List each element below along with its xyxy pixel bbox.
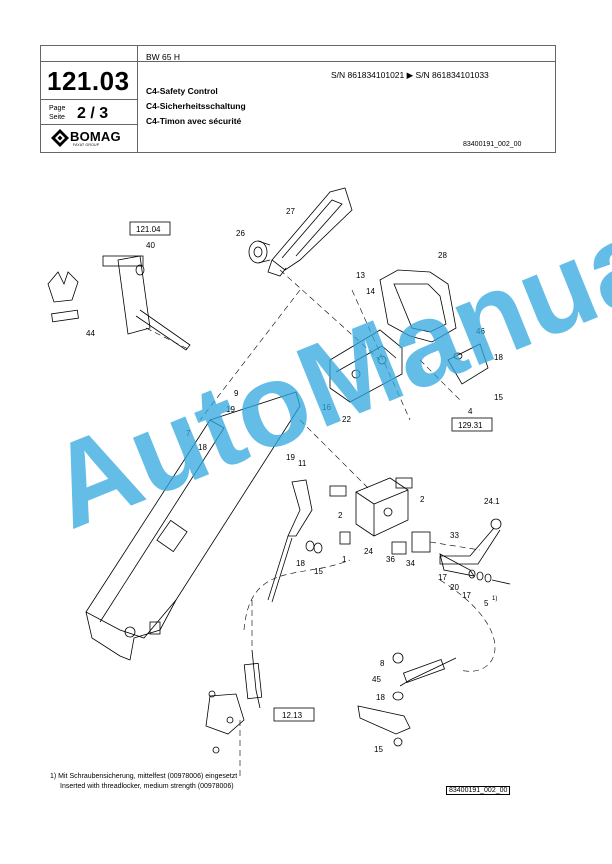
lever-part-40 [102, 255, 191, 351]
callout: 36 [386, 555, 395, 564]
bomag-diamond-icon [51, 129, 69, 147]
callout: 16 [322, 403, 331, 412]
callout: 34 [406, 559, 415, 568]
drawbar-frame [85, 391, 301, 661]
callout: 15 [374, 745, 383, 754]
ref-box-12-13 [273, 707, 315, 722]
header-rule [137, 61, 555, 62]
header-table: 121.03 Page Seite 2 / 3 BOMAG FAYAT GROU… [40, 45, 556, 153]
callout: 18 [198, 443, 207, 452]
title-english: C4-Safety Control [146, 86, 218, 96]
callout: 26 [236, 229, 245, 238]
footnote-marker: 1) [492, 596, 497, 602]
valve-block-part-24 [355, 477, 409, 537]
fittings [329, 477, 431, 555]
callout: 27 [286, 207, 295, 216]
exploded-parts-drawing: 121.04 129.31 12.13 27 26 13 14 28 40 44… [47, 187, 511, 780]
header-rule [41, 99, 137, 100]
switch-part-46 [447, 343, 489, 385]
inner-lever [267, 479, 323, 603]
callout: 18 [494, 353, 503, 362]
header-rule [41, 124, 137, 125]
callout: 44 [86, 329, 95, 338]
serial-range: S/N 861834101021 ▶ S/N 861834101033 [331, 70, 489, 80]
callout: 18 [376, 693, 385, 702]
callout: 28 [438, 251, 447, 260]
page-label: Page Seite [49, 104, 65, 122]
drawing-number: 83400191_002_00 [463, 141, 522, 148]
logo-group: FAYAT GROUP [73, 143, 100, 147]
head-block [329, 329, 403, 403]
washer-part-26 [248, 240, 271, 264]
callout: 45 [372, 675, 381, 684]
ref-box-121-04 [129, 221, 171, 236]
logo-brand: BOMAG [70, 129, 121, 144]
footnote-german: 1) Mit Schraubensicherung, mittelfest (0… [50, 773, 238, 780]
callout: 33 [450, 531, 459, 540]
ref-121-04: 121.04 [136, 225, 161, 234]
header-divider [137, 46, 138, 152]
callout: 24 [364, 547, 373, 556]
callout: 18 [296, 559, 305, 568]
title-german: C4-Sicherheitsschaltung [146, 101, 246, 111]
cable-lower-right [357, 652, 457, 747]
lever-part-24-1 [439, 518, 511, 585]
header-rule [41, 61, 137, 62]
callout: 11 [298, 459, 307, 468]
page-of: 2 / 3 [77, 105, 109, 122]
callout: 40 [146, 241, 155, 250]
reference-boxes [129, 221, 493, 722]
callout: 20 [450, 583, 459, 592]
page-label-de: Seite [49, 114, 65, 121]
page-number: 121.03 [47, 66, 130, 96]
callouts: 27 26 13 14 28 40 44 46 18 15 9 19 16 22… [86, 207, 503, 754]
callout: 17 [462, 591, 471, 600]
title-french: C4-Timon avec sécurité [146, 116, 242, 126]
callout: 13 [356, 271, 365, 280]
hoop-part-28 [379, 269, 457, 343]
page-label-en: Page [49, 105, 66, 112]
bomag-logo: BOMAG FAYAT GROUP [51, 129, 131, 149]
ref-box-129-31 [451, 417, 493, 432]
ref-12-13: 12.13 [282, 711, 303, 720]
cable-lower-left [205, 649, 263, 754]
callout: 7 [186, 429, 191, 438]
callout: 9 [234, 389, 239, 398]
callout: 17 [438, 573, 447, 582]
callout: 1 [342, 555, 347, 564]
callout: 15 [314, 567, 323, 576]
callout: 24.1 [484, 497, 500, 506]
callout: 5 [484, 599, 489, 608]
assembly-lines [145, 269, 496, 780]
callout: 8 [380, 659, 385, 668]
callout: 19 [226, 405, 235, 414]
model-name: BW 65 H [146, 52, 181, 62]
callout: 15 [494, 393, 503, 402]
callout: 19 [286, 453, 295, 462]
callout: 46 [476, 327, 485, 336]
callout: 2 [338, 511, 343, 520]
callout: 14 [366, 287, 375, 296]
callout: 22 [342, 415, 351, 424]
fork-part-44 [47, 271, 79, 323]
footer-drawing-id: 83400191_002_00 [446, 786, 511, 795]
footnote-english: Inserted with threadlocker, medium stren… [60, 783, 234, 790]
ref-129-31: 129.31 [458, 421, 483, 430]
handle-part-27 [267, 187, 353, 277]
callout: 4 [468, 407, 473, 416]
callout: 2 [420, 495, 425, 504]
